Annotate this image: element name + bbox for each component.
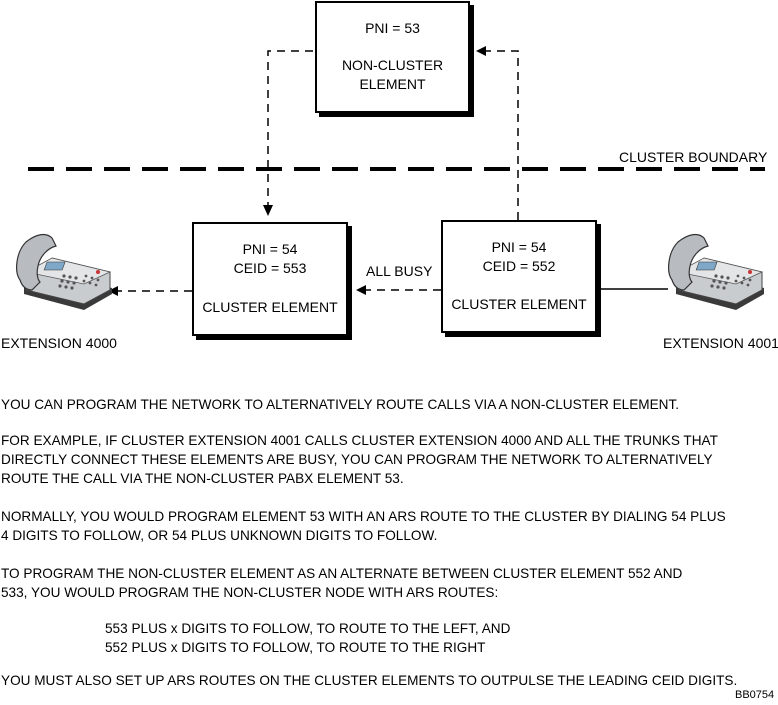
arrowhead-left-mid: [356, 285, 366, 295]
pni-label: PNI = 54: [491, 239, 547, 255]
route-to-left-arrow: [267, 50, 313, 211]
ars-route-item: 553 PLUS x DIGITS TO FOLLOW, TO ROUTE TO…: [105, 621, 511, 636]
element-type-label: ELEMENT: [359, 76, 426, 92]
element-type-label: CLUSTER ELEMENT: [202, 299, 338, 315]
ceid-label: CEID = 553: [233, 260, 307, 276]
paragraph: YOU CAN PROGRAM THE NETWORK TO ALTERNATI…: [1, 397, 680, 412]
phone-icon: [668, 233, 764, 310]
extension-4001-label: EXTENSION 4001: [663, 335, 778, 351]
paragraph: NORMALLY, YOU WOULD PROGRAM ELEMENT 53 W…: [1, 509, 726, 543]
pni-label: PNI = 53: [365, 20, 420, 36]
arrowhead-left-top: [476, 46, 486, 56]
cluster-element-552-box: PNI = 54 CEID = 552 CLUSTER ELEMENT: [441, 220, 597, 333]
ars-route-list: 553 PLUS x DIGITS TO FOLLOW, TO ROUTE TO…: [105, 619, 510, 657]
cluster-boundary-label: CLUSTER BOUNDARY: [619, 149, 768, 165]
element-type-label: NON-CLUSTER: [341, 57, 444, 73]
ceid-label: CEID = 552: [482, 258, 556, 274]
paragraph: TO PROGRAM THE NON-CLUSTER ELEMENT AS AN…: [1, 566, 683, 600]
ars-route-item: 552 PLUS x DIGITS TO FOLLOW, TO ROUTE TO…: [105, 640, 486, 655]
route-from-right-arrow: [481, 50, 519, 220]
all-busy-label: ALL BUSY: [366, 263, 433, 279]
extension-4000-label: EXTENSION 4000: [1, 335, 117, 351]
cluster-element-553-box: PNI = 54 CEID = 553 CLUSTER ELEMENT: [192, 222, 348, 336]
phone-icon: [16, 233, 112, 310]
non-cluster-element-box: PNI = 53 NON-CLUSTER ELEMENT: [315, 1, 470, 113]
figure-id: BB0754: [735, 689, 775, 701]
paragraph: FOR EXAMPLE, IF CLUSTER EXTENSION 4001 C…: [1, 433, 718, 486]
arrowhead-left-ext: [108, 286, 118, 296]
arrowhead-down: [263, 205, 273, 216]
element-type-label: CLUSTER ELEMENT: [451, 296, 587, 312]
pni-label: PNI = 54: [242, 241, 298, 257]
paragraph: YOU MUST ALSO SET UP ARS ROUTES ON THE C…: [1, 673, 738, 688]
